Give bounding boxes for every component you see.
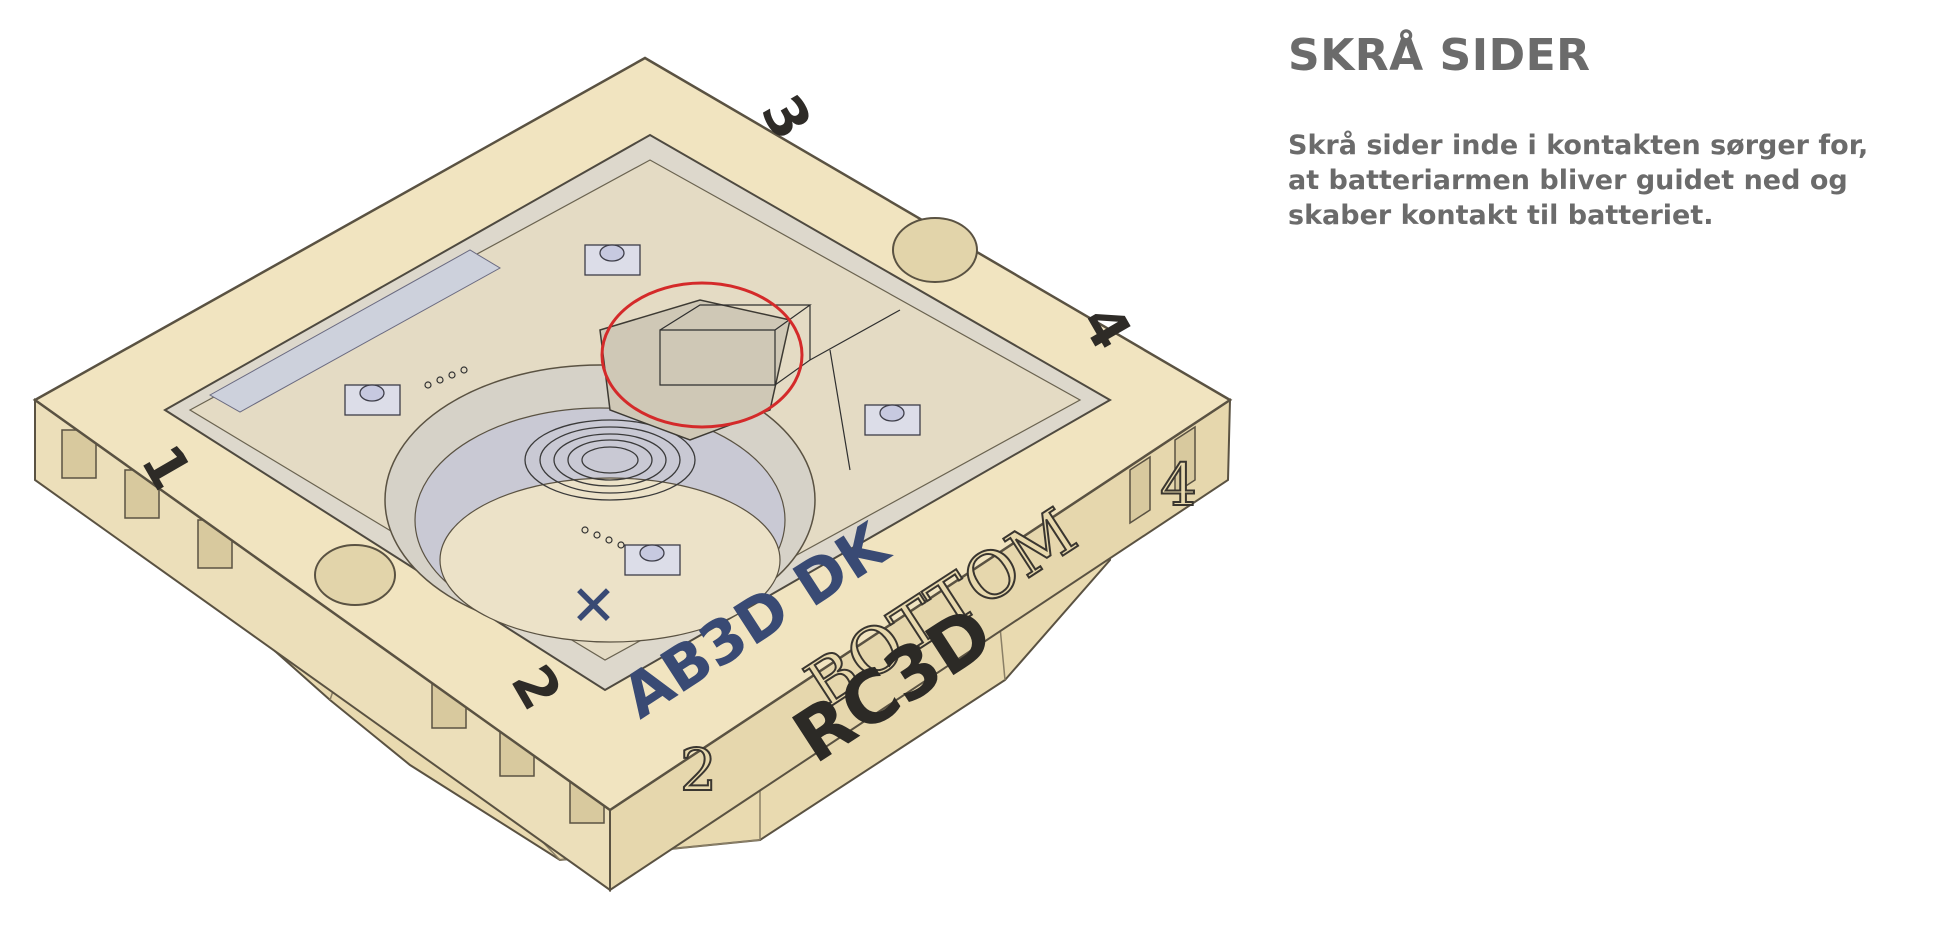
corner-post-hole-top [892,217,978,283]
battery-arm-wireframe [659,304,901,471]
inner-blue-channel [208,249,502,413]
battery-pocket-floor [439,477,781,643]
spring-coil [524,419,696,501]
description-line: at batteriarmen bliver guidet ned og [1288,165,1848,196]
vent-holes [424,366,625,549]
contact-pads [344,244,921,576]
connector-housing-diagram: AB3D DK ✕ 1 2 3 4 BOTTOM RC3D 2 4 [32,56,1233,892]
highlight-circle [600,281,804,429]
description-line: skaber kontakt til batteriet. [1288,200,1714,231]
page-title: SKRÅ SIDER [1288,30,1591,81]
sloped-guide-sides [599,299,791,441]
corner-post-hole-left [314,544,396,606]
front-right-slots [1129,425,1196,525]
floor-cross-icon: ✕ [570,574,617,639]
side-marker-4: 4 [1160,451,1197,519]
description: Skrå sider inde i kontakten sørger for, … [1288,128,1928,233]
description-line: Skrå sider inde i kontakten sørger for, [1288,130,1869,161]
side-marker-2: 2 [680,736,717,804]
